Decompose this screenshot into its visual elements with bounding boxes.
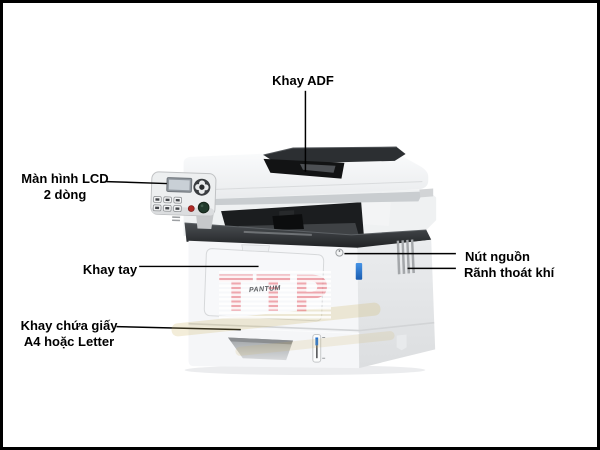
paper-tray-handle-lip bbox=[227, 337, 294, 345]
printer-illustration bbox=[106, 90, 456, 375]
printer-top-band bbox=[184, 223, 432, 249]
leader-lcd bbox=[106, 180, 167, 185]
paper-tray-seam-light bbox=[188, 326, 360, 335]
scanner-shadow bbox=[201, 191, 424, 206]
callout-paper-tray-line1: Khay chứa giấy bbox=[20, 318, 118, 333]
adf-paper-guide bbox=[300, 163, 336, 173]
accent-stripe bbox=[355, 262, 363, 280]
lcd-screen-glass bbox=[168, 179, 190, 191]
leader-lines bbox=[106, 90, 456, 331]
callout-power-label: Nút nguồn bbox=[465, 249, 530, 264]
callout-vent: Rãnh thoát khí bbox=[464, 265, 554, 281]
control-panel-arm bbox=[196, 213, 214, 230]
top-band-groove bbox=[243, 230, 312, 236]
watermark-ttp: TTP bbox=[219, 265, 332, 323]
callout-lcd-line2: 2 dòng bbox=[43, 187, 87, 202]
paper-tray-seam bbox=[188, 321, 435, 332]
panel-buttons bbox=[152, 196, 183, 213]
leader-paper-tray bbox=[116, 325, 241, 331]
callout-paper-tray-line2: A4 hoặc Letter bbox=[23, 334, 115, 349]
adf-tray bbox=[263, 147, 406, 164]
manual-tray-door-tab bbox=[241, 244, 270, 253]
adf-tray-highlight bbox=[263, 146, 397, 156]
scanner-front-edge bbox=[187, 181, 423, 191]
callout-vent-label: Rãnh thoát khí bbox=[464, 265, 555, 280]
scanner-right-tab bbox=[419, 188, 434, 198]
callout-manual-tray: Khay tay bbox=[50, 262, 170, 278]
output-paper-stop-tab bbox=[279, 210, 295, 217]
power-button bbox=[335, 248, 344, 257]
callout-manual-tray-label: Khay tay bbox=[82, 262, 138, 277]
output-paper-stop bbox=[272, 214, 304, 230]
callout-power: Nút nguồn bbox=[465, 249, 530, 265]
callout-adf: Khay ADF bbox=[243, 73, 363, 89]
start-button bbox=[197, 201, 210, 214]
control-panel bbox=[150, 171, 217, 230]
dpad-ok-button bbox=[199, 184, 205, 190]
top-band-highlight bbox=[184, 222, 427, 236]
callout-adf-label: Khay ADF bbox=[272, 73, 334, 88]
cancel-button bbox=[187, 205, 195, 212]
callout-paper-tray: Khay chứa giấy A4 hoặc Letter bbox=[9, 318, 129, 350]
printer-shadow bbox=[184, 365, 426, 375]
callout-lcd: Màn hình LCD 2 dòng bbox=[5, 171, 125, 203]
printer-side-panel bbox=[357, 239, 436, 369]
paper-level-indicator bbox=[312, 334, 326, 363]
air-vent bbox=[396, 239, 415, 275]
side-panel-notch bbox=[396, 334, 407, 351]
callout-lcd-line1: Màn hình LCD bbox=[21, 171, 109, 186]
printer-back-wall bbox=[359, 200, 391, 226]
